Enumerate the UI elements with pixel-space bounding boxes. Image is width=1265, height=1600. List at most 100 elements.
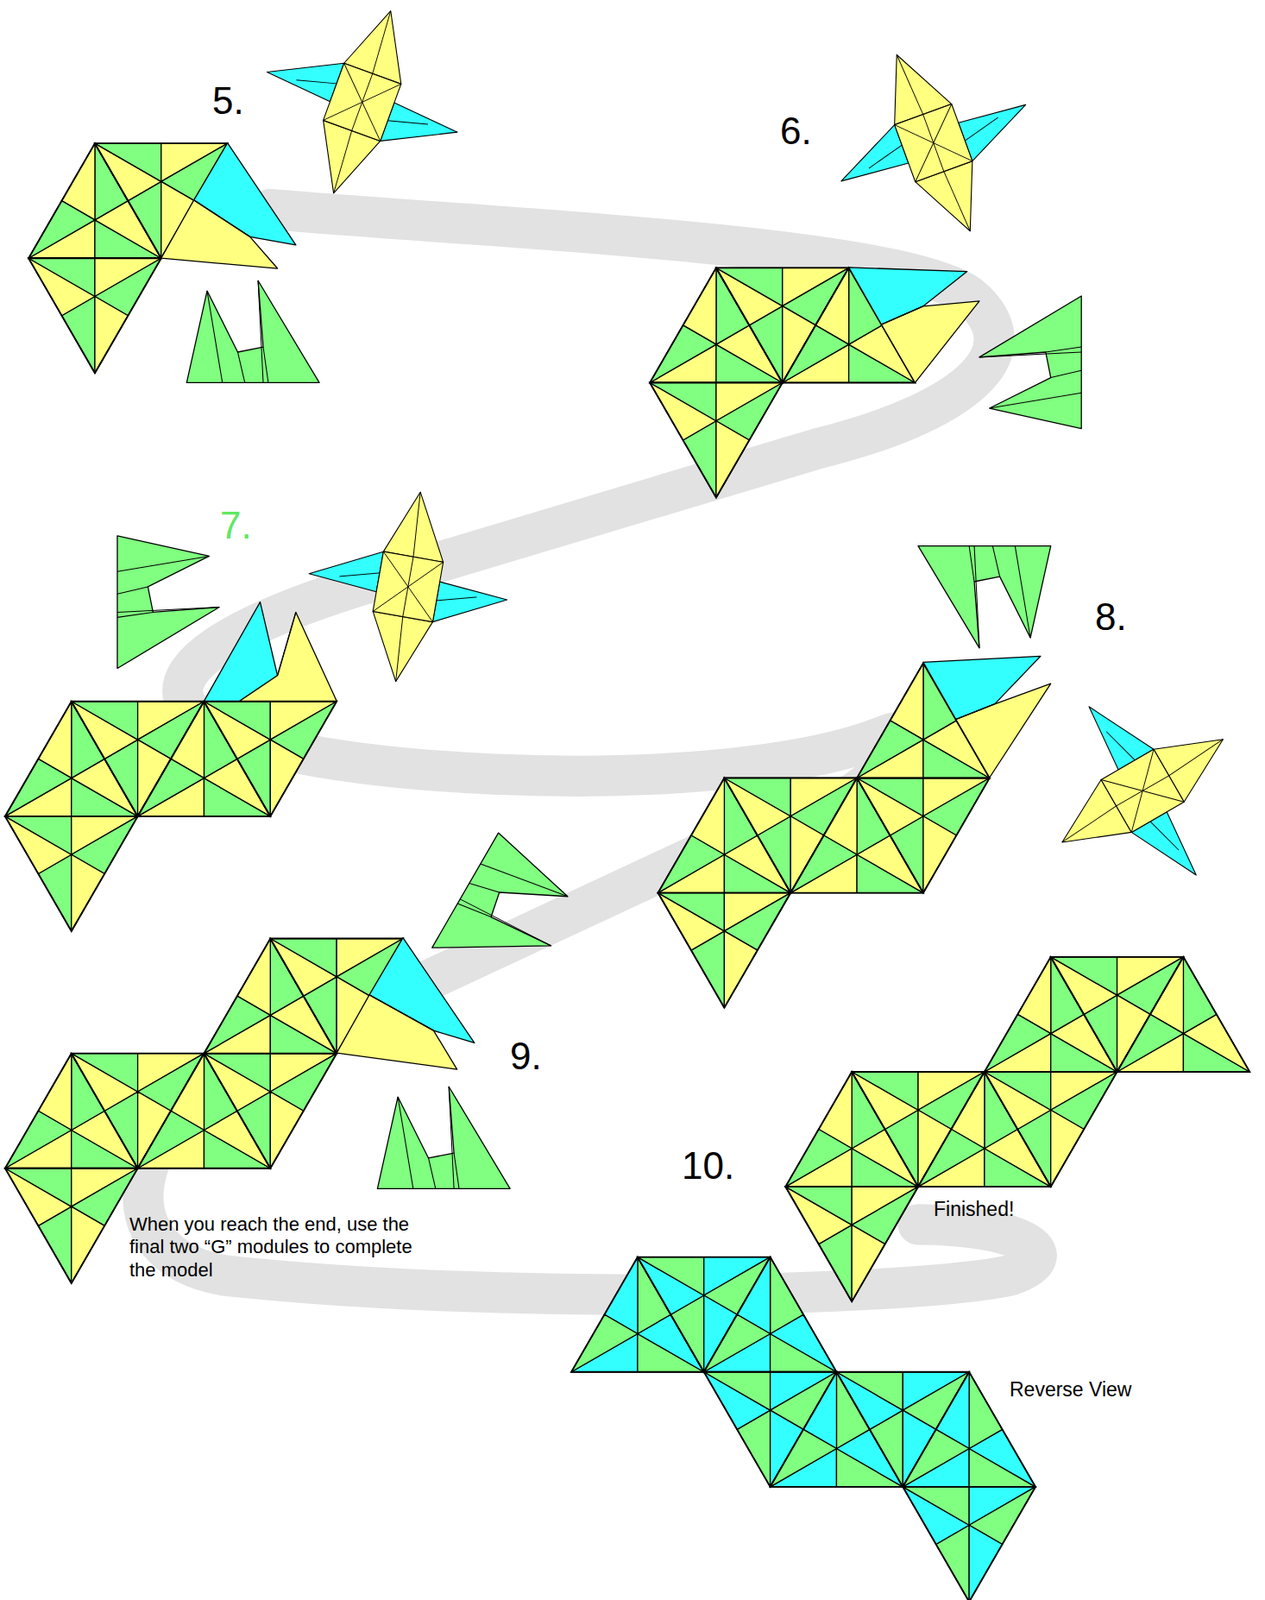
crease-line	[117, 607, 220, 613]
module-facet	[902, 1486, 970, 1545]
crease-line	[409, 491, 425, 557]
inserted-flaps	[203, 602, 337, 702]
crease-line	[974, 546, 980, 649]
crease-line	[881, 306, 923, 325]
module-facet	[1051, 956, 1118, 995]
crease-line	[1106, 726, 1135, 766]
crease-line	[263, 346, 269, 383]
module-facet	[836, 1371, 903, 1430]
view-label: Reverse View	[1009, 1378, 1132, 1401]
module-facet	[383, 487, 454, 562]
module-facet	[138, 758, 205, 817]
assembled-model	[5, 701, 337, 932]
module-facet	[881, 301, 979, 384]
module-facet	[649, 325, 717, 384]
crease-line	[894, 104, 973, 183]
module-facet	[432, 832, 587, 999]
crease-line	[117, 611, 153, 617]
module-facet	[984, 1013, 1052, 1072]
step-number: 5.	[212, 79, 245, 124]
module-facet	[637, 1257, 705, 1296]
unit-outline	[203, 1053, 337, 1169]
module-facet	[270, 739, 303, 817]
guide-band	[143, 208, 1037, 1295]
crease-line	[117, 555, 209, 572]
crease-line	[428, 1158, 436, 1189]
module-facet	[28, 258, 95, 296]
green-g-module	[377, 1086, 510, 1189]
crease-line	[457, 899, 491, 922]
yellow-blue-module	[1010, 656, 1265, 926]
unit-outline	[28, 143, 162, 259]
crease-line	[402, 556, 414, 617]
module-facet	[851, 1071, 919, 1110]
module-facet	[1051, 956, 1118, 1015]
module-facet	[704, 1371, 771, 1430]
module-facet	[5, 1110, 72, 1169]
unit-outline	[649, 382, 783, 498]
crease-line	[397, 1096, 414, 1189]
module-facet	[979, 295, 1082, 429]
module-facet	[958, 99, 1039, 162]
crease-line	[1101, 748, 1184, 832]
unit-outline	[28, 258, 162, 373]
crease-line	[368, 11, 395, 75]
step-number: 7.	[220, 503, 252, 548]
inserted-flaps	[336, 937, 475, 1070]
crease-line	[339, 566, 380, 584]
inserted-flaps	[849, 267, 980, 384]
module-facet	[186, 280, 320, 383]
module-facet	[1117, 1013, 1184, 1072]
module-facet	[1051, 1109, 1084, 1187]
module-facet	[28, 258, 95, 316]
module-facet	[790, 835, 857, 894]
origami-modules	[5, 0, 1265, 1600]
crease-line	[1101, 748, 1184, 832]
unit-outline	[785, 1071, 919, 1187]
module-facet	[716, 267, 783, 306]
unit-outline	[637, 1257, 771, 1372]
module-facet	[658, 893, 725, 932]
unit-outline	[138, 701, 271, 817]
module-facet	[770, 1257, 804, 1335]
module-facet	[203, 1053, 271, 1092]
green-g-module	[117, 535, 220, 669]
unit-outline	[984, 1071, 1118, 1187]
module-facet	[71, 1053, 139, 1112]
crease-line	[865, 144, 907, 169]
crease-line	[1014, 546, 1031, 638]
crease-line	[237, 352, 245, 383]
unit-outline	[71, 701, 205, 817]
step-number: 9.	[509, 1034, 542, 1079]
crease-line	[1150, 816, 1179, 856]
module-facet	[94, 143, 162, 202]
unit-outline	[984, 956, 1118, 1072]
module-facet	[851, 1224, 885, 1302]
crease-line	[469, 876, 500, 899]
module-facet	[377, 1086, 510, 1189]
crease-line	[1059, 805, 1119, 843]
crease-line	[989, 392, 1082, 409]
module-facet	[723, 777, 791, 836]
crease-line	[992, 546, 1000, 577]
crease-line	[459, 894, 551, 951]
module-facet	[836, 1371, 903, 1410]
module-facet	[161, 200, 278, 269]
module-facet	[94, 296, 128, 374]
module-facet	[918, 546, 1052, 649]
module-facet	[969, 1371, 1002, 1449]
assembled-model	[658, 662, 990, 1007]
module-facet	[723, 931, 757, 1008]
crease-line	[329, 130, 356, 194]
crease-line	[369, 994, 434, 1031]
unit-outline	[658, 777, 792, 893]
module-facet	[239, 611, 337, 701]
crease-line	[117, 586, 148, 594]
module-facet	[71, 701, 139, 740]
unit-outline	[851, 1071, 985, 1187]
unit-outline	[203, 938, 337, 1054]
module-facet	[323, 62, 402, 141]
crease-line	[295, 69, 337, 94]
module-facet	[856, 720, 924, 779]
module-facet	[918, 1129, 985, 1188]
